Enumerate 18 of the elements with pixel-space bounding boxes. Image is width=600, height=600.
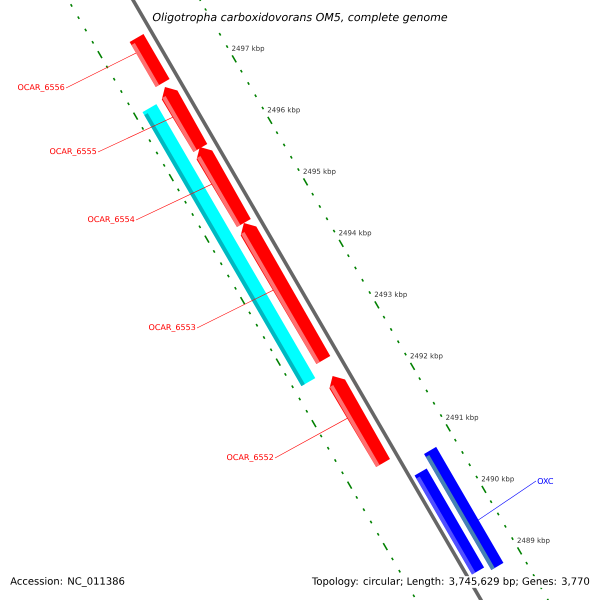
leader-line: [98, 116, 174, 152]
leader-line: [66, 52, 136, 88]
leader-line: [136, 184, 212, 220]
gene-label: OCAR_6553: [148, 324, 196, 332]
gene-label: OCAR_6555: [50, 148, 96, 156]
footer-text: Topology: circular; Length: 3,745,629 bp; Genes: 3,770: [310, 576, 591, 588]
gene-label: OXC: [538, 478, 554, 484]
gene-block: [130, 34, 170, 88]
title: Oligotropha carboxidovorans OM5, complete genome: [150, 10, 450, 26]
gene-block: [329, 376, 390, 468]
gene-label: OCAR_6554: [88, 216, 134, 224]
leader-line: [196, 290, 274, 328]
gene-label: OCAR_6556: [18, 84, 64, 92]
gene-label: OCAR_6552: [226, 454, 273, 462]
leader-line: [478, 480, 536, 520]
gene-block: [424, 446, 504, 570]
leader-line: [274, 418, 348, 458]
footer-text: Accession: NC_011386: [9, 576, 126, 588]
